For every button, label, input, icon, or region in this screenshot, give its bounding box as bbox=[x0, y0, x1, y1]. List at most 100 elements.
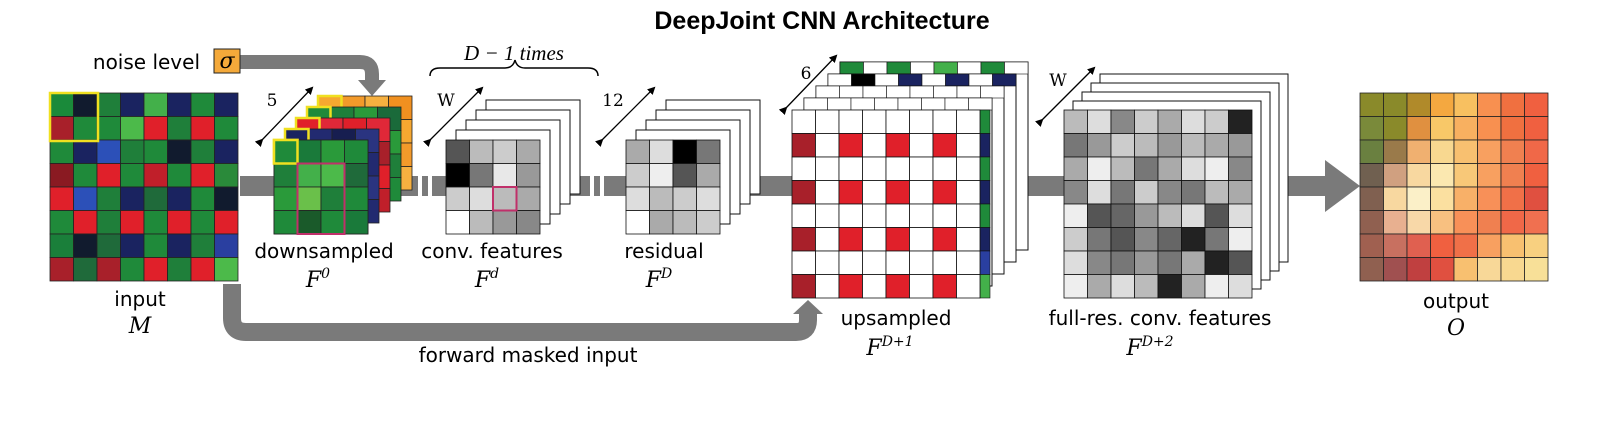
grid-cell bbox=[1359, 257, 1384, 282]
grid-cell bbox=[1430, 163, 1455, 188]
dim-label-12: 12 bbox=[602, 91, 624, 111]
grid-cell bbox=[143, 233, 168, 258]
grid-cell bbox=[696, 139, 721, 164]
grid-cell bbox=[320, 186, 345, 211]
grid-cell bbox=[909, 156, 934, 181]
noise-level-label: noise level bbox=[93, 50, 200, 74]
grid-cell bbox=[956, 274, 981, 299]
grid-cell bbox=[1453, 163, 1478, 188]
grid-cell bbox=[1524, 257, 1549, 282]
input-symbol: M bbox=[128, 314, 152, 339]
skip-connection-arrow bbox=[223, 284, 823, 341]
grid-cell bbox=[1063, 250, 1088, 275]
grid-cell bbox=[956, 109, 981, 134]
grid-cell bbox=[297, 186, 322, 211]
grid-cell bbox=[932, 180, 957, 205]
upsampled-back-cell bbox=[815, 85, 840, 99]
grid-cell bbox=[1228, 227, 1253, 252]
grid-cell bbox=[167, 163, 192, 188]
grid-cell bbox=[1359, 116, 1384, 141]
grid-cell bbox=[273, 139, 298, 164]
input-cells bbox=[49, 92, 239, 282]
grid-cell bbox=[143, 92, 168, 117]
grid-cell bbox=[1477, 92, 1502, 117]
grid-cell bbox=[1063, 133, 1088, 158]
grid-cell bbox=[909, 180, 934, 205]
grid-cell bbox=[73, 139, 98, 164]
grid-cell bbox=[1134, 227, 1159, 252]
grid-cell bbox=[49, 163, 74, 188]
grid-cell bbox=[167, 233, 192, 258]
grid-cell bbox=[320, 163, 345, 188]
grid-cell bbox=[791, 109, 816, 134]
grid-cell bbox=[649, 139, 674, 164]
diagram-title: DeepJoint CNN Architecture bbox=[654, 7, 989, 35]
grid-cell bbox=[625, 186, 650, 211]
grid-cell bbox=[1500, 210, 1525, 235]
upsampled-edge-cell bbox=[979, 109, 991, 134]
dim-arrow-12 bbox=[594, 86, 656, 148]
grid-cell bbox=[214, 163, 239, 188]
grid-cell bbox=[838, 180, 863, 205]
grid-cell bbox=[625, 163, 650, 188]
grid-cell bbox=[1181, 250, 1206, 275]
grid-cell bbox=[1406, 233, 1431, 258]
grid-cell bbox=[932, 133, 957, 158]
grid-cell bbox=[932, 203, 957, 228]
input-label: input bbox=[114, 287, 166, 311]
dim-arrow-5 bbox=[254, 86, 314, 148]
grid-cell bbox=[120, 116, 145, 141]
grid-cell bbox=[1181, 274, 1206, 299]
grid-cell bbox=[932, 156, 957, 181]
grid-cell bbox=[96, 233, 121, 258]
grid-cell bbox=[190, 210, 215, 235]
grid-cell bbox=[791, 203, 816, 228]
upsampled-back-cell bbox=[851, 73, 876, 87]
grid-cell bbox=[815, 133, 840, 158]
grid-cell bbox=[1157, 133, 1182, 158]
grid-cell bbox=[1383, 139, 1408, 164]
grid-cell bbox=[1383, 257, 1408, 282]
upsampled-back-cell bbox=[839, 61, 864, 75]
grid-cell bbox=[1383, 233, 1408, 258]
grid-cell bbox=[167, 139, 192, 164]
upsampled-back-cell bbox=[968, 97, 993, 111]
grid-cell bbox=[1359, 163, 1384, 188]
grid-cell bbox=[1383, 92, 1408, 117]
grid-cell bbox=[1430, 233, 1455, 258]
output-cells bbox=[1359, 92, 1549, 282]
grid-cell bbox=[96, 163, 121, 188]
grid-cell bbox=[791, 156, 816, 181]
grid-cell bbox=[932, 109, 957, 134]
grid-cell bbox=[815, 180, 840, 205]
upsampled-back-cell bbox=[898, 73, 923, 87]
grid-cell bbox=[1453, 257, 1478, 282]
grid-cell bbox=[143, 210, 168, 235]
grid-cell bbox=[1110, 274, 1135, 299]
grid-cell bbox=[120, 139, 145, 164]
grid-cell bbox=[1204, 156, 1229, 181]
grid-cell bbox=[1134, 156, 1159, 181]
grid-cell bbox=[1134, 274, 1159, 299]
grid-cell bbox=[49, 257, 74, 282]
downsampled-stack bbox=[272, 94, 413, 235]
grid-cell bbox=[815, 109, 840, 134]
grid-cell bbox=[1181, 203, 1206, 228]
grid-cell bbox=[1063, 180, 1088, 205]
grid-cell bbox=[1063, 203, 1088, 228]
grid-cell bbox=[1181, 133, 1206, 158]
grid-cell bbox=[96, 257, 121, 282]
grid-cell bbox=[625, 210, 650, 235]
grid-cell bbox=[1181, 156, 1206, 181]
grid-cell bbox=[96, 139, 121, 164]
grid-cell bbox=[445, 210, 470, 235]
grid-cell bbox=[1228, 250, 1253, 275]
downsampled-kernel-box bbox=[296, 162, 346, 235]
grid-cell bbox=[1157, 156, 1182, 181]
residual-front-layer bbox=[625, 139, 721, 235]
grid-cell bbox=[838, 250, 863, 275]
grid-cell bbox=[791, 274, 816, 299]
grid-cell bbox=[932, 227, 957, 252]
grid-cell bbox=[909, 203, 934, 228]
grid-cell bbox=[120, 210, 145, 235]
